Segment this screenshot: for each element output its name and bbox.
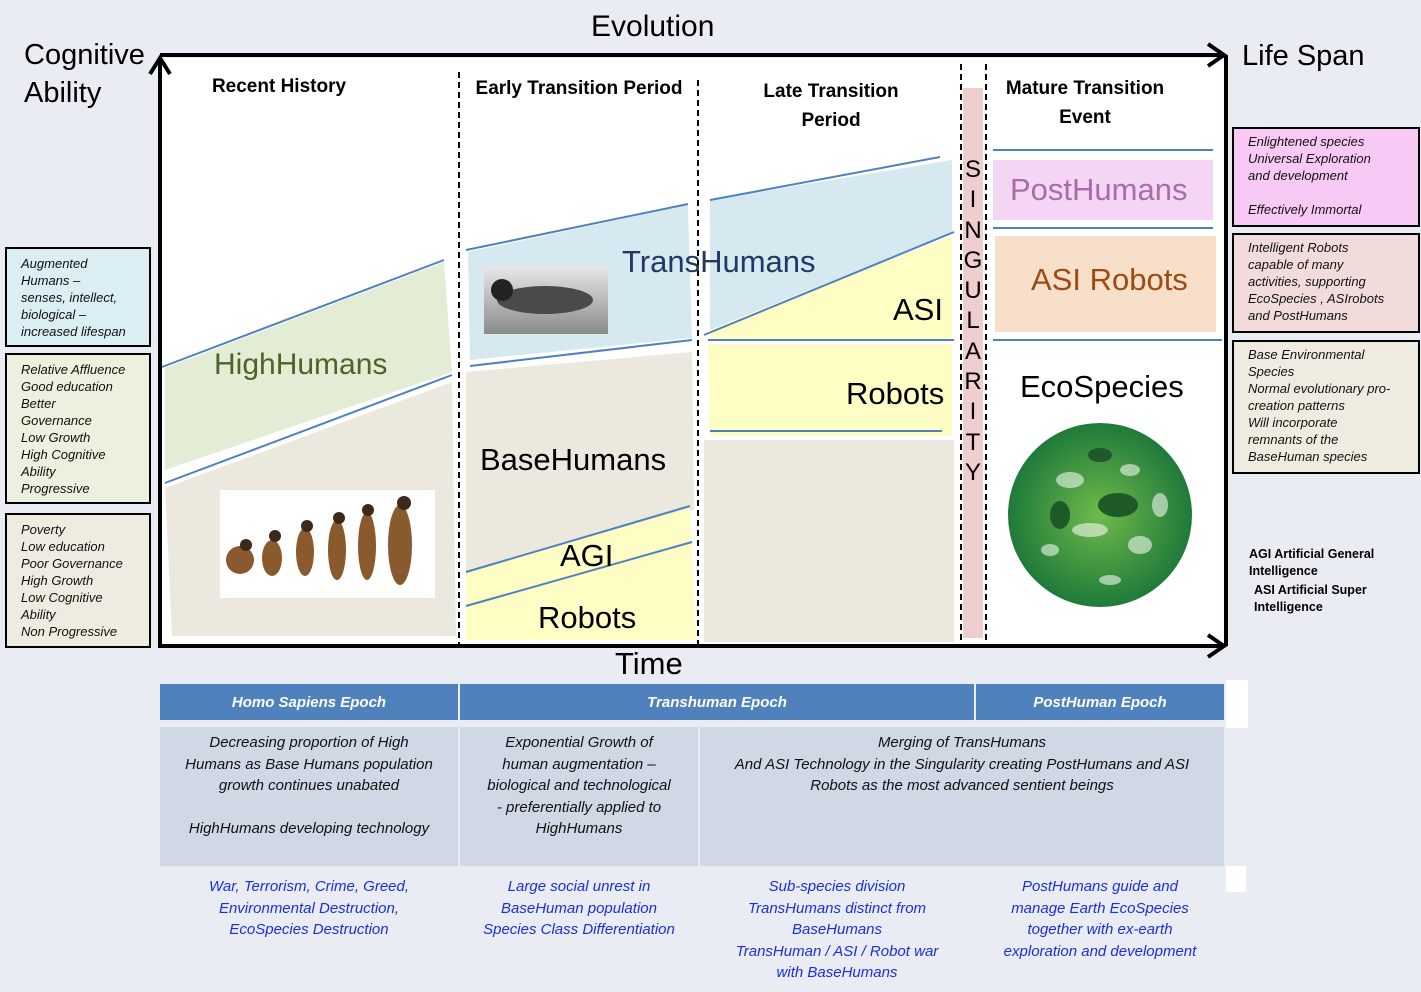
outcome-late-transition: Sub-species division TransHumans distinc… — [735, 878, 939, 981]
outcome-early-transition: Large social unrest in BaseHuman populat… — [483, 878, 675, 938]
singularity-letter: I — [969, 398, 977, 426]
outcome-posthuman: PostHumans guide and manage Earth EcoSpe… — [1003, 878, 1197, 960]
left-box-poverty: Poverty Low education Poor Governance Hi… — [5, 513, 151, 648]
singularity-letter: A — [964, 337, 981, 365]
singularity-letter: G — [963, 246, 983, 274]
highhumans-label: HighHumans — [214, 348, 388, 381]
time-axis-title: Time — [615, 646, 683, 681]
table-edge-tab — [1226, 866, 1246, 892]
right-box-base-environmental: Base Environmental Species Normal evolut… — [1232, 340, 1420, 474]
cell-transhuman-growth: Exponential Growth of human augmentation… — [460, 727, 698, 866]
asi-label: ASI — [893, 292, 943, 327]
robots-band-late — [708, 344, 952, 436]
robots-late-label: Robots — [846, 376, 945, 411]
glossary-agi: AGI Artificial General Intelligence — [1249, 547, 1375, 578]
outcome-homo-sapiens: War, Terrorism, Crime, Greed, Environmen… — [208, 878, 410, 938]
robots-early-label: Robots — [538, 600, 637, 635]
singularity-letter: T — [965, 428, 981, 456]
period-early-transition: Early Transition Period — [475, 78, 683, 99]
asi-robots-label: ASI Robots — [1031, 262, 1188, 297]
transhumans-band-late — [710, 160, 952, 330]
boundary-line — [465, 505, 691, 573]
right-box-intelligent-robots: Intelligent Robots capable of many activ… — [1232, 233, 1420, 333]
evolution-axis-title: Evolution — [591, 10, 715, 43]
agi-label: AGI — [560, 538, 614, 573]
period-late-transition: Late Transition Period — [763, 81, 899, 131]
header-transhuman-epoch: Transhuman Epoch — [460, 684, 974, 720]
left-box-affluence: Relative Affluence Good education Better… — [5, 353, 151, 504]
human-evolution-image — [220, 490, 435, 598]
boundary-line — [465, 203, 689, 251]
highhumans-band — [165, 262, 452, 470]
singularity-letter: N — [964, 216, 982, 244]
boundary-line — [465, 541, 693, 607]
posthumans-box — [993, 160, 1213, 220]
bottom-arrow-head — [1206, 633, 1228, 659]
table-edge-tab — [1226, 680, 1248, 728]
transhumans-label: TransHumans — [622, 244, 816, 279]
header-homo-sapiens-epoch: Homo Sapiens Epoch — [160, 684, 458, 720]
left-box-augmented: Augmented Humans – senses, intellect, bi… — [5, 247, 151, 347]
singularity-letter: U — [964, 277, 982, 305]
period-recent-history: Recent History — [211, 76, 347, 97]
posthumans-label: PostHumans — [1010, 172, 1188, 207]
singularity-letter: S — [964, 156, 981, 183]
top-arrow-head — [1206, 42, 1228, 68]
transhuman-photo — [484, 266, 608, 334]
right-box-enlightened: Enlightened species Universal Exploratio… — [1232, 127, 1420, 227]
life-span-label: Life Span — [1242, 40, 1365, 72]
ecospecies-globe-image — [1008, 423, 1192, 607]
boundary-line — [709, 156, 941, 201]
period-mature-transition: Mature Transition Event — [1005, 78, 1165, 128]
basehumans-label: BaseHumans — [480, 442, 667, 477]
asi-band — [710, 236, 952, 340]
ecospecies-label: EcoSpecies — [1020, 369, 1184, 404]
singularity-letter: I — [969, 186, 977, 214]
boundary-line — [703, 231, 955, 336]
boundary-line — [161, 259, 445, 368]
boundary-line — [469, 339, 693, 367]
cell-homo-sapiens: Decreasing proportion of High Humans as … — [160, 727, 458, 866]
singularity-band — [963, 88, 983, 638]
basehumans-band-late — [704, 440, 954, 642]
asi-robots-box — [995, 236, 1216, 332]
glossary-asi: ASI Artificial Super Intelligence — [1254, 583, 1367, 614]
singularity-letter: Y — [964, 458, 981, 486]
cognitive-ability-label: Cognitive Ability — [24, 39, 145, 109]
boundary-line — [164, 374, 453, 484]
cell-merging-singularity: Merging of TransHumans And ASI Technolog… — [700, 727, 1224, 866]
header-posthuman-epoch: PostHuman Epoch — [976, 684, 1224, 720]
up-arrow-head — [148, 54, 172, 76]
singularity-letter: L — [966, 307, 980, 335]
singularity-letter: R — [964, 368, 982, 396]
basehumans-band-early — [466, 352, 694, 572]
